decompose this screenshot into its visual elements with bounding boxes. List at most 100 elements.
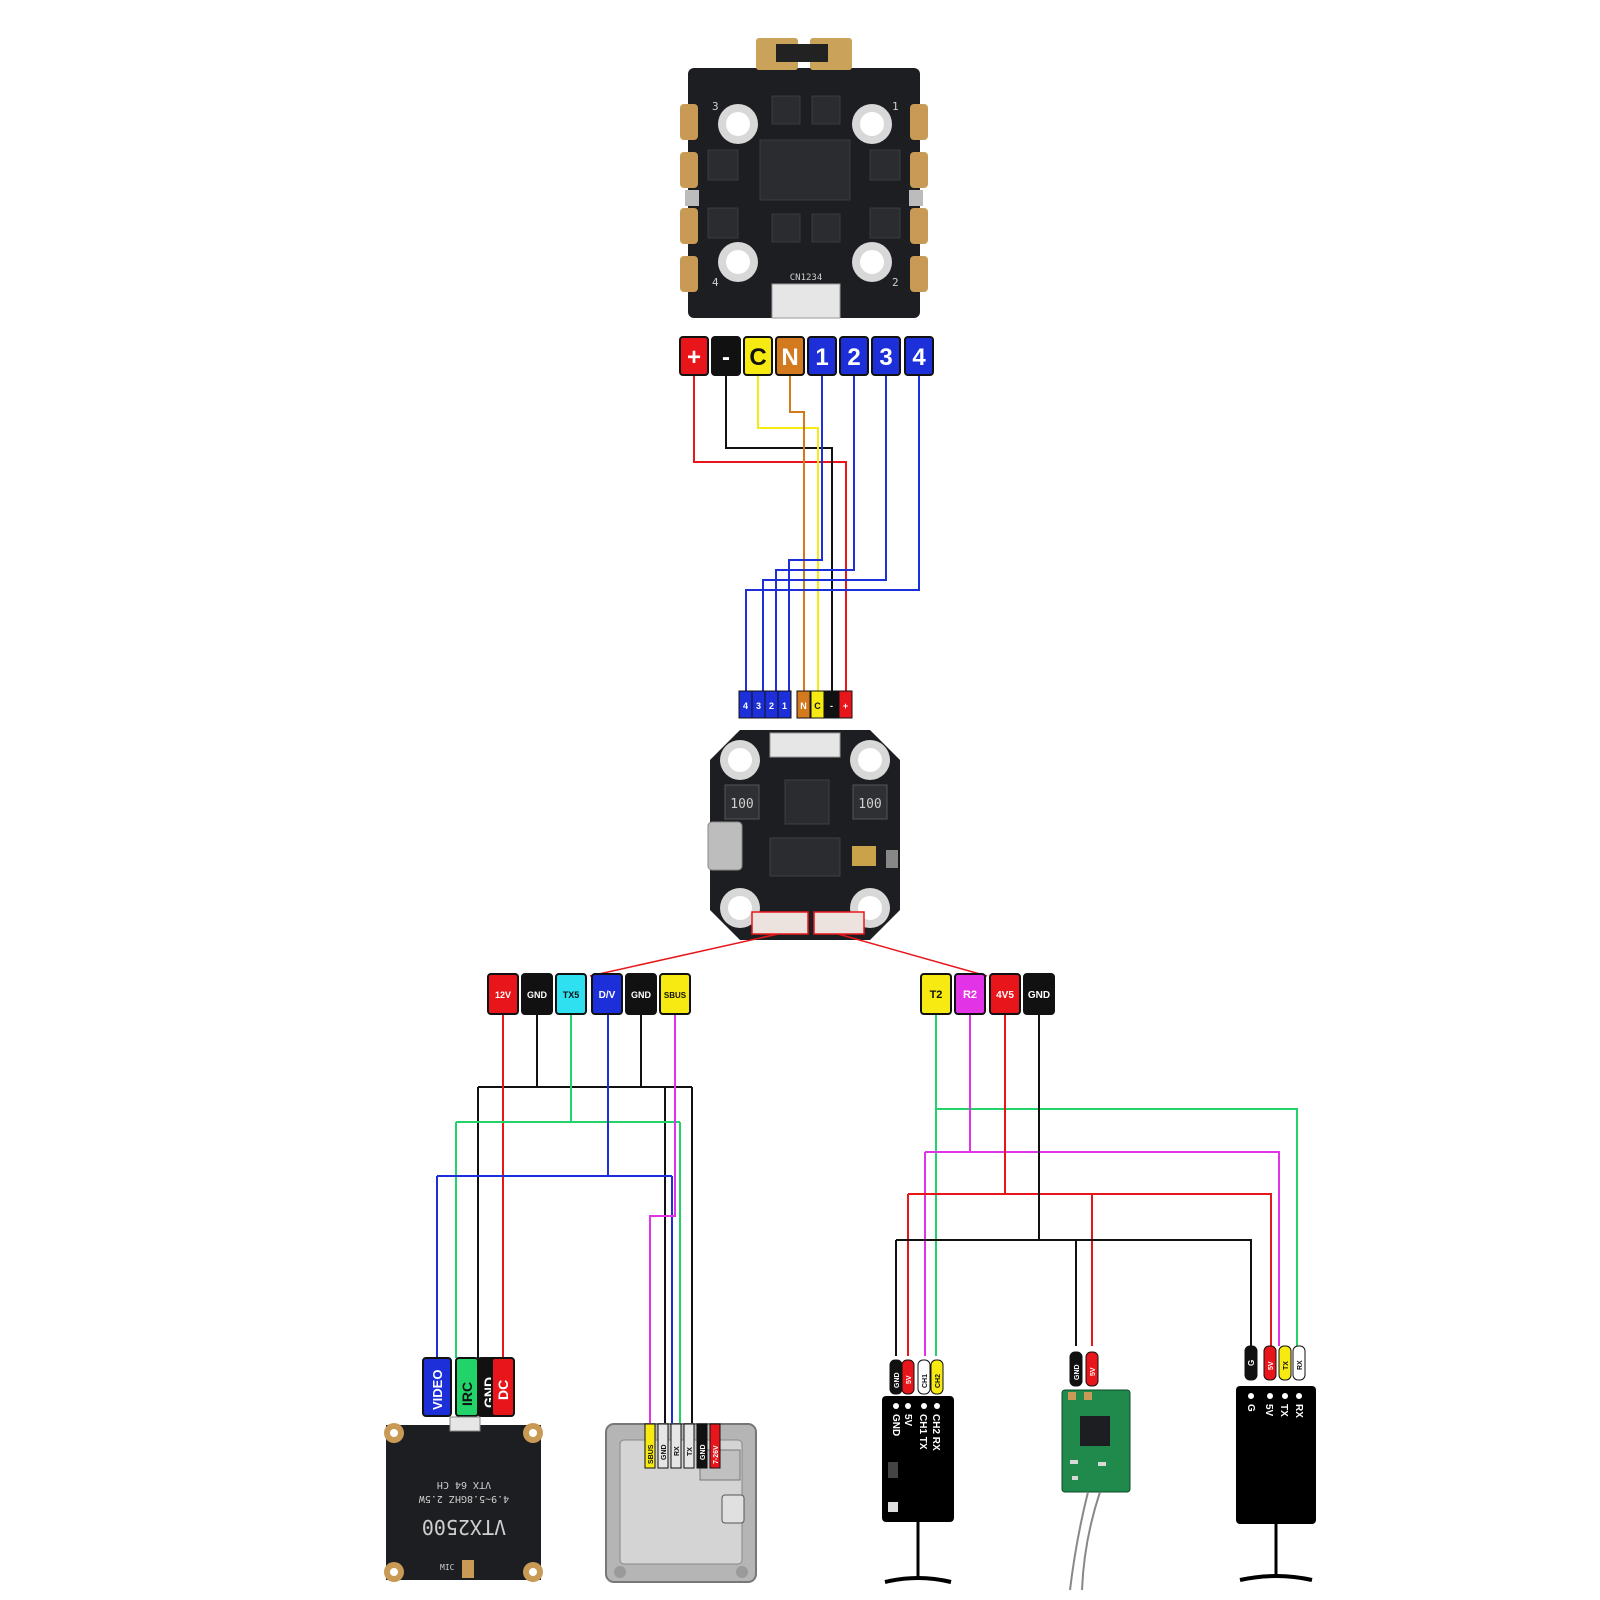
vtx-spec-line1: 4.9~5.8GHZ 2.5W [418, 1493, 509, 1504]
svg-text:3: 3 [756, 701, 761, 711]
esc-pad-motor-3: 3 [871, 336, 901, 376]
wire-motor-3 [762, 375, 887, 703]
rx-pad-gnd: GND [1023, 973, 1055, 1015]
vtx-pad-row: 12V GND TX5 D/V GND SBUS [487, 973, 691, 1015]
vtx-model-label: VTX2500 [422, 1515, 506, 1539]
svg-text:G: G [1245, 1404, 1256, 1412]
vtx-pin-irc: IRC [455, 1357, 479, 1417]
analog-vtx-board: VTX2500 4.9~5.8GHZ 2.5W VTX 64 CH MIC [384, 1416, 543, 1582]
svg-text:4V5: 4V5 [996, 990, 1014, 1001]
esc-pad-c: C [743, 336, 773, 376]
fc-pad-positive: + [838, 690, 853, 719]
wire-motor-4 [745, 375, 920, 703]
vtx-pin-video: VIDEO [422, 1357, 452, 1417]
rx2-pins: GND 5V [1069, 1351, 1099, 1387]
svg-text:CH1: CH1 [922, 1374, 929, 1388]
wire-motor-2 [775, 375, 855, 703]
usb-c-port [707, 821, 743, 871]
vtx-pad-sbus: SBUS [659, 973, 691, 1015]
svg-text:+: + [687, 344, 701, 371]
svg-text:DC: DC [495, 1380, 511, 1400]
dvtx-pin-tx: TX [683, 1423, 695, 1469]
fc-pad-n: N [796, 690, 811, 719]
receiver-1: GND 5V CH1 CH2 GND 5V CH1 TX CH2 RX [882, 1359, 954, 1584]
svg-text:4: 4 [743, 701, 748, 711]
svg-text:5V: 5V [902, 1414, 913, 1427]
fc-pad-2: 2 [764, 690, 779, 719]
vtx-pad-12v: 12V [487, 973, 519, 1015]
esc-pad-negative: - [711, 336, 741, 376]
esc-board: CN1234 3 4 1 2 [680, 38, 928, 319]
esc-corner-1: 1 [892, 100, 899, 113]
fc-pad-3: 3 [751, 690, 766, 719]
receiver-2: GND 5V [1061, 1351, 1131, 1591]
esc-to-fc-wires [693, 375, 920, 703]
fc-pad-negative: - [824, 690, 839, 719]
esc-corner-2: 2 [892, 276, 899, 289]
wire-n [789, 375, 805, 703]
svg-text:RX: RX [1293, 1404, 1304, 1418]
svg-text:12V: 12V [495, 990, 511, 1000]
svg-text:D/V: D/V [599, 990, 616, 1001]
svg-text:1: 1 [815, 344, 828, 371]
svg-text:VIDEO: VIDEO [430, 1370, 445, 1410]
receiver-3: G 5V TX RX G 5V TX RX [1236, 1345, 1316, 1582]
svg-text:CH2 RX: CH2 RX [930, 1414, 941, 1451]
svg-text:TX5: TX5 [563, 990, 580, 1000]
svg-text:-: - [722, 344, 730, 371]
svg-text:CH1 TX: CH1 TX [917, 1414, 928, 1450]
dvtx-pin-power: 7-26V [709, 1423, 721, 1469]
svg-text:5V: 5V [906, 1375, 913, 1384]
digital-vtx-pins: SBUS GND RX TX GND 7-26V [644, 1423, 721, 1469]
svg-text:R2: R2 [963, 989, 977, 1001]
esc-pad-motor-1: 1 [807, 336, 837, 376]
svg-text:2: 2 [769, 701, 774, 711]
svg-text:IRC: IRC [459, 1382, 475, 1406]
svg-text:C: C [814, 701, 821, 711]
svg-text:5V: 5V [1268, 1361, 1275, 1370]
dvtx-pin-gnd-2: GND [696, 1423, 708, 1469]
svg-text:4: 4 [912, 344, 926, 371]
esc-corner-3: 3 [712, 100, 719, 113]
fc-pad-1: 1 [777, 690, 792, 719]
svg-text:+: + [843, 701, 848, 711]
svg-text:SBUS: SBUS [664, 991, 687, 1000]
svg-text:C: C [749, 344, 766, 371]
rx-pad-r2: R2 [954, 973, 986, 1015]
svg-text:CH2: CH2 [935, 1374, 942, 1388]
fc-inductor-left-label: 100 [730, 797, 753, 812]
svg-text:GND: GND [631, 990, 652, 1000]
svg-text:GND: GND [527, 990, 548, 1000]
fc-inductor-right-label: 100 [858, 797, 881, 812]
rx-pad-t2: T2 [920, 973, 952, 1015]
fc-connector-pads: 4 3 2 1 N C - + [738, 690, 853, 719]
wire-power-positive [693, 375, 847, 703]
svg-text:N: N [781, 344, 798, 371]
svg-text:5V: 5V [1090, 1367, 1097, 1376]
svg-text:GND: GND [890, 1414, 901, 1436]
svg-text:RX: RX [674, 1446, 681, 1456]
svg-text:T2: T2 [930, 989, 943, 1001]
wire-motor-1 [788, 375, 823, 703]
svg-text:2: 2 [847, 344, 860, 371]
rx-side-wires [895, 1012, 1298, 1356]
svg-text:SBUS: SBUS [648, 1444, 655, 1464]
svg-text:TX: TX [1278, 1404, 1289, 1417]
esc-pad-n: N [775, 336, 805, 376]
svg-text:3: 3 [879, 344, 892, 371]
esc-silk-label: CN1234 [790, 273, 823, 283]
esc-pad-motor-2: 2 [839, 336, 869, 376]
svg-text:RX: RX [1297, 1360, 1304, 1370]
vtx-pad-dv: D/V [591, 973, 623, 1015]
vtx-pad-gnd-1: GND [521, 973, 553, 1015]
svg-text:G: G [1247, 1360, 1256, 1366]
svg-text:GND: GND [1074, 1364, 1081, 1380]
rx1-pins: GND 5V CH1 CH2 [889, 1359, 944, 1395]
svg-text:GND: GND [894, 1372, 901, 1388]
rx-pad-4v5: 4V5 [989, 973, 1021, 1015]
svg-text:5V: 5V [1263, 1404, 1274, 1417]
dvtx-pin-gnd-1: GND [657, 1423, 669, 1469]
svg-text:1: 1 [782, 701, 787, 711]
vtx-mic-label: MIC [440, 1563, 455, 1572]
